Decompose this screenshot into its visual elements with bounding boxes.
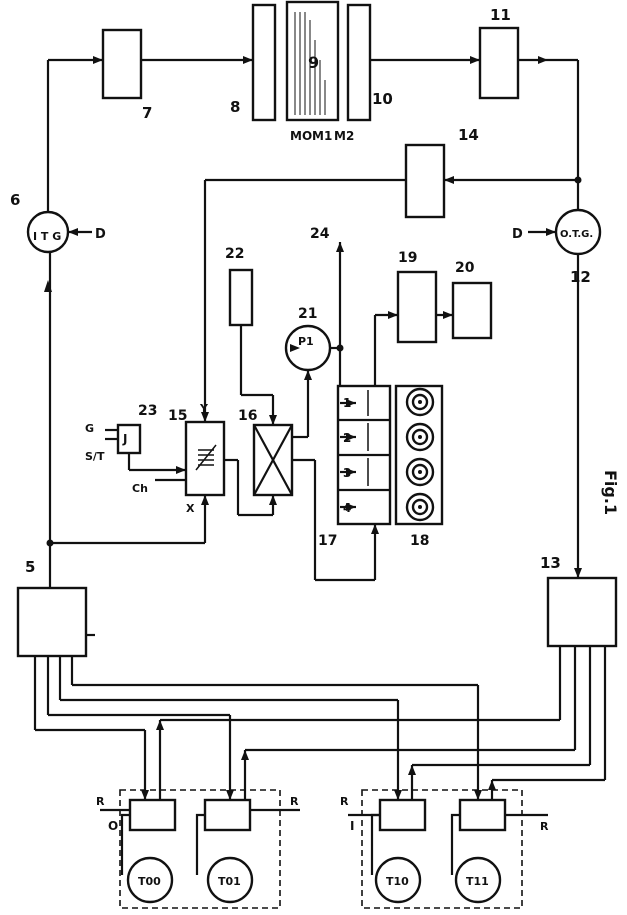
label-19: 19 <box>398 250 417 266</box>
label-x: X <box>186 502 195 515</box>
block-7 <box>101 28 143 100</box>
block-15-symbol <box>195 444 217 471</box>
label-group-o: O <box>108 819 118 833</box>
block-14 <box>404 143 446 219</box>
label-c1: 1 <box>343 396 351 410</box>
label-st: S/T <box>85 450 105 463</box>
label-22: 22 <box>225 246 244 262</box>
label-10: 10 <box>372 90 393 108</box>
label-y: Y <box>199 402 209 415</box>
block-5 <box>16 586 88 658</box>
label-7: 7 <box>142 104 152 122</box>
label-6: 6 <box>10 191 20 209</box>
junction-dot <box>574 176 582 184</box>
label-j: J <box>122 432 127 446</box>
block-19 <box>396 270 438 344</box>
diagram-labels: 5 6 7 8 9 10 11 12 13 14 15 16 17 18 19 … <box>10 6 620 888</box>
label-r2: R <box>290 795 299 808</box>
block-8 <box>251 3 277 122</box>
reels-18 <box>394 384 444 526</box>
label-r1: R <box>96 795 105 808</box>
label-c2: 2 <box>343 431 351 445</box>
label-t01: T01 <box>218 875 241 888</box>
block-11 <box>478 26 520 100</box>
junction-dot <box>336 344 344 352</box>
group-o-box <box>119 789 281 909</box>
block-10 <box>346 3 372 122</box>
label-21: 21 <box>298 306 317 322</box>
label-t00: T00 <box>138 875 161 888</box>
label-p1: P1 <box>298 335 314 348</box>
label-d-out: D <box>512 227 523 242</box>
label-13: 13 <box>540 554 561 572</box>
label-m2: M2 <box>334 129 354 143</box>
block-20 <box>451 281 493 340</box>
label-t11: T11 <box>466 875 489 888</box>
label-9: 9 <box>308 53 319 72</box>
block-23-j <box>116 423 142 455</box>
label-20: 20 <box>455 260 475 276</box>
block-13 <box>546 576 618 648</box>
label-12: 12 <box>570 268 591 286</box>
label-15: 15 <box>168 408 187 424</box>
label-t10: T10 <box>386 875 409 888</box>
block-9-hatch <box>294 12 326 115</box>
label-24: 24 <box>310 226 330 242</box>
label-g: G <box>85 422 94 435</box>
arrowheads <box>44 56 582 800</box>
label-8: 8 <box>230 98 240 116</box>
label-m1: M1 <box>312 129 332 143</box>
label-r4: R <box>540 820 549 833</box>
label-c3: 3 <box>343 466 351 480</box>
label-mo: MO <box>290 129 312 143</box>
group-i-box <box>361 789 523 909</box>
block-16-cross-b <box>253 424 293 496</box>
block-22 <box>228 268 254 327</box>
label-14: 14 <box>458 126 479 144</box>
label-16: 16 <box>238 408 257 424</box>
label-group-i: I <box>350 819 354 833</box>
junction-dot <box>46 539 54 547</box>
label-c4: 4 <box>343 501 351 515</box>
label-23: 23 <box>138 403 157 419</box>
label-11: 11 <box>490 6 511 24</box>
label-r3: R <box>340 795 349 808</box>
label-itg: I T G <box>33 230 61 243</box>
tape-units <box>100 798 548 904</box>
label-ch: Ch <box>132 482 148 495</box>
label-fig: Fig.1 <box>601 470 620 515</box>
label-otg: O.T.G. <box>560 229 593 240</box>
label-17: 17 <box>318 533 337 549</box>
label-5: 5 <box>25 558 35 576</box>
label-d-in: D <box>95 227 106 242</box>
label-18: 18 <box>410 533 429 549</box>
